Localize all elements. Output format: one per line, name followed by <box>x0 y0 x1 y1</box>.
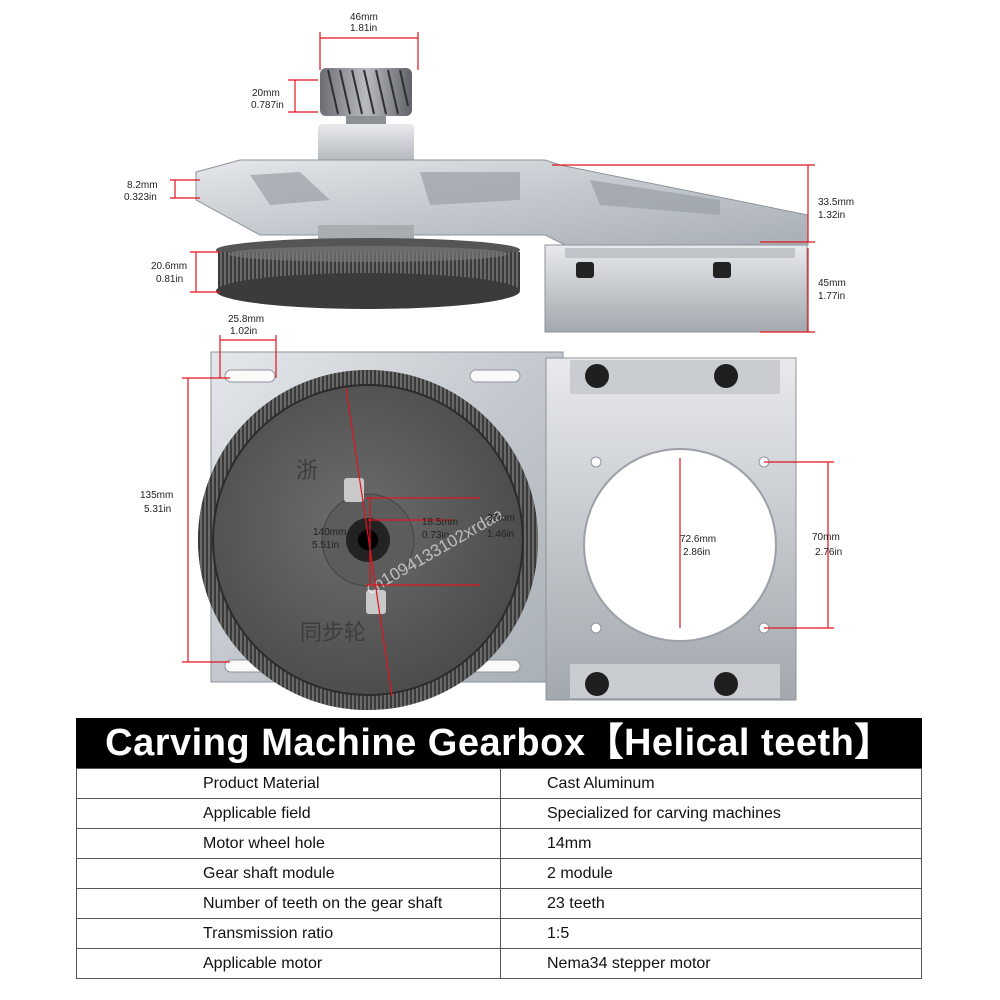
table-row: Number of teeth on the gear shaft 23 tee… <box>76 888 922 919</box>
dim-gear-height-in: 0.787in <box>251 100 284 111</box>
side-view <box>195 68 809 333</box>
timing-pulley-side <box>216 225 520 309</box>
dim-hub-offset-mm: 37mm <box>487 513 515 524</box>
pulley-character-top: 浙 <box>296 458 318 483</box>
dim-gear-height-mm: 20mm <box>252 88 280 99</box>
timing-pulley-top: 浙 同步轮 <box>198 370 538 710</box>
spec-label: Gear shaft module <box>76 858 501 889</box>
spec-label: Applicable field <box>76 798 501 829</box>
table-row: Gear shaft module 2 module <box>76 858 922 889</box>
dim-gear-width-mm: 46mm <box>350 12 378 23</box>
motor-bracket-side <box>544 244 808 333</box>
dim-motor-holes-in: 2.76in <box>815 547 842 558</box>
dim-upper-height-mm: 33.5mm <box>818 197 854 208</box>
spec-label: Number of teeth on the gear shaft <box>76 888 501 919</box>
dim-motor-holes-mm: 70mm <box>812 532 840 543</box>
dim-plate-height-mm: 135mm <box>140 490 173 501</box>
dim-motor-bore-in: 2.86in <box>683 547 710 558</box>
helical-gear <box>320 68 412 126</box>
spec-value: 1:5 <box>500 918 922 949</box>
table-row: Applicable field Specialized for carving… <box>76 798 922 829</box>
table-row: Applicable motor Nema34 stepper motor <box>76 948 922 979</box>
dim-plate-thickness-in: 0.323in <box>124 192 157 203</box>
dim-upper-height-in: 1.32in <box>818 210 845 221</box>
motor-mount-bracket <box>545 357 797 701</box>
dim-gear-width-in: 1.81in <box>350 23 377 34</box>
spec-value: 23 teeth <box>500 888 922 919</box>
dim-plate-thickness-mm: 8.2mm <box>127 180 158 191</box>
spec-value: Specialized for carving machines <box>500 798 922 829</box>
dimension-labels: 46mm 1.81in 20mm 0.787in 8.2mm 0.323in 2… <box>124 12 854 558</box>
dim-lower-height-in: 1.77in <box>818 291 845 302</box>
dim-slot-width-in: 1.02in <box>230 326 257 337</box>
spec-label: Transmission ratio <box>76 918 501 949</box>
spec-value: 14mm <box>500 828 922 859</box>
table-row: Transmission ratio 1:5 <box>76 918 922 949</box>
spec-label: Applicable motor <box>76 948 501 979</box>
dim-pulley-diameter-mm: 140mm <box>313 527 346 538</box>
dim-slot-width-mm: 25.8mm <box>228 314 264 325</box>
table-row: Motor wheel hole 14mm <box>76 828 922 859</box>
spec-label: Product Material <box>76 768 501 799</box>
dim-hub-diameter-in: 0.73in <box>422 530 449 541</box>
dim-motor-bore-mm: 72.6mm <box>680 534 716 545</box>
product-title-banner: Carving Machine Gearbox【Helical teeth】 <box>76 718 922 768</box>
dim-pulley-diameter-in: 5.51in <box>312 540 339 551</box>
spec-value: 2 module <box>500 858 922 889</box>
pulley-character-bottom: 同步轮 <box>300 620 366 645</box>
dim-hub-diameter-mm: 18.5mm <box>422 517 458 528</box>
dimension-lines <box>170 32 834 697</box>
top-view: 浙 同步轮 cn1094133102xrdaa <box>198 351 797 710</box>
dim-plate-height-in: 5.31in <box>144 504 171 515</box>
spec-value: Nema34 stepper motor <box>500 948 922 979</box>
spec-label: Motor wheel hole <box>76 828 501 859</box>
spec-value: Cast Aluminum <box>500 768 922 799</box>
spec-table: Product Material Cast Aluminum Applicabl… <box>76 768 922 979</box>
dim-hub-offset-in: 1.46in <box>487 529 514 540</box>
cast-plate <box>195 159 809 246</box>
dim-pulley-width-mm: 20.6mm <box>151 261 187 272</box>
table-row: Product Material Cast Aluminum <box>76 768 922 799</box>
dim-pulley-width-in: 0.81in <box>156 274 183 285</box>
dim-lower-height-mm: 45mm <box>818 278 846 289</box>
